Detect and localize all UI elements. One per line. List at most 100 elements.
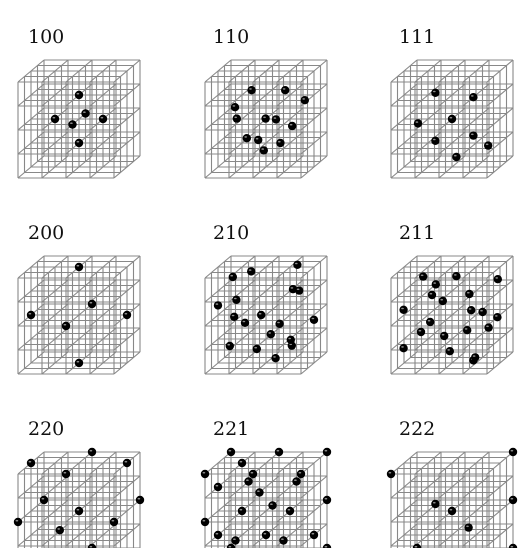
lattice-point [88, 448, 96, 456]
lattice-point [75, 359, 83, 367]
lattice-point-highlight [53, 117, 56, 119]
lattice-panel-220 [14, 448, 144, 548]
lattice-point [509, 448, 517, 456]
lattice-point-highlight [466, 526, 469, 528]
lattice-point [229, 273, 237, 281]
lattice-point-highlight [57, 528, 60, 530]
lattice-point [201, 470, 209, 478]
lattice-point-highlight [249, 88, 252, 90]
lattice-point [255, 488, 263, 496]
lattice-point [275, 320, 283, 328]
lattice-point-highlight [302, 98, 305, 100]
lattice-point [123, 311, 131, 319]
lattice-point-highlight [216, 533, 219, 535]
lattice-point [227, 448, 235, 456]
lattice-point [268, 501, 276, 509]
lattice-point [279, 536, 287, 544]
lattice-point-highlight [268, 332, 271, 334]
lattice-point-highlight [234, 298, 237, 300]
lattice-point-highlight [495, 277, 498, 279]
lattice-point [238, 507, 246, 515]
lattice-point-highlight [454, 274, 457, 276]
lattice-point [432, 280, 440, 288]
lattice-point [431, 500, 439, 508]
lattice-point-highlight [283, 88, 286, 90]
lattice-point [27, 459, 35, 467]
lattice-panel-211 [391, 256, 513, 374]
lattice-point-highlight [64, 472, 67, 474]
lattice-point [62, 470, 70, 478]
lattice-point [297, 470, 305, 478]
lattice-panel-111 [391, 60, 513, 178]
lattice-point [214, 531, 222, 539]
lattice-point-highlight [389, 472, 392, 474]
lattice-point-highlight [240, 509, 243, 511]
lattice-point [484, 323, 492, 331]
lattice-point-highlight [281, 538, 284, 540]
lattice-point [214, 301, 222, 309]
lattice-point [478, 308, 486, 316]
lattice-point-highlight [450, 509, 453, 511]
lattice-point-highlight [495, 315, 498, 317]
lattice-point [253, 345, 261, 353]
lattice-point [276, 139, 284, 147]
lattice-point-highlight [90, 450, 93, 452]
lattice-point [75, 507, 83, 515]
lattice-point [465, 290, 473, 298]
lattice-point-highlight [77, 361, 80, 363]
lattice-point [257, 311, 265, 319]
lattice-point [272, 115, 280, 123]
lattice-point-highlight [447, 349, 450, 351]
lattice-panel-221 [201, 448, 331, 548]
lattice-point-highlight [257, 490, 260, 492]
lattice-point-highlight [125, 461, 128, 463]
lattice-point [323, 544, 331, 548]
lattice-point-highlight [233, 105, 236, 107]
lattice-point-highlight [263, 117, 266, 119]
lattice-point [81, 109, 89, 117]
lattice-point-highlight [259, 313, 262, 315]
lattice-point-highlight [232, 315, 235, 317]
lattice-point-highlight [216, 485, 219, 487]
lattice-point [288, 122, 296, 130]
lattice-point-highlight [325, 498, 328, 500]
lattice-point [467, 306, 475, 314]
lattice-point-highlight [469, 308, 472, 310]
lattice-point-highlight [101, 117, 104, 119]
lattice-point-highlight [264, 533, 267, 535]
lattice-point-highlight [421, 275, 424, 277]
lattice-point [230, 313, 238, 321]
lattice-point [310, 316, 318, 324]
lattice-point-highlight [486, 144, 489, 146]
lattice-point [201, 518, 209, 526]
lattice-point [323, 448, 331, 456]
lattice-point [275, 448, 283, 456]
lattice-point-highlight [261, 148, 264, 150]
lattice-point [254, 136, 262, 144]
lattice-point-highlight [467, 292, 470, 294]
lattice-point-highlight [83, 111, 86, 113]
lattice-point-highlight [203, 472, 206, 474]
lattice-point [414, 119, 422, 127]
lattice-point [439, 297, 447, 305]
lattice-point-highlight [440, 299, 443, 301]
lattice-point [469, 131, 477, 139]
lattice-point [494, 275, 502, 283]
lattice-point [417, 328, 425, 336]
lattice-panel-110 [205, 60, 327, 178]
lattice-point-highlight [229, 546, 232, 548]
lattice-point-highlight [77, 265, 80, 267]
lattice-point [88, 544, 96, 548]
lattice-point [267, 330, 275, 338]
lattice-point-highlight [90, 302, 93, 304]
lattice-point [75, 91, 83, 99]
lattice-point [231, 536, 239, 544]
lattice-point-highlight [433, 91, 436, 93]
lattice-point [99, 115, 107, 123]
lattice-point [238, 459, 246, 467]
lattice-point-highlight [138, 498, 141, 500]
lattice-point [233, 114, 241, 122]
lattice-point [244, 477, 252, 485]
lattice-point [293, 261, 301, 269]
